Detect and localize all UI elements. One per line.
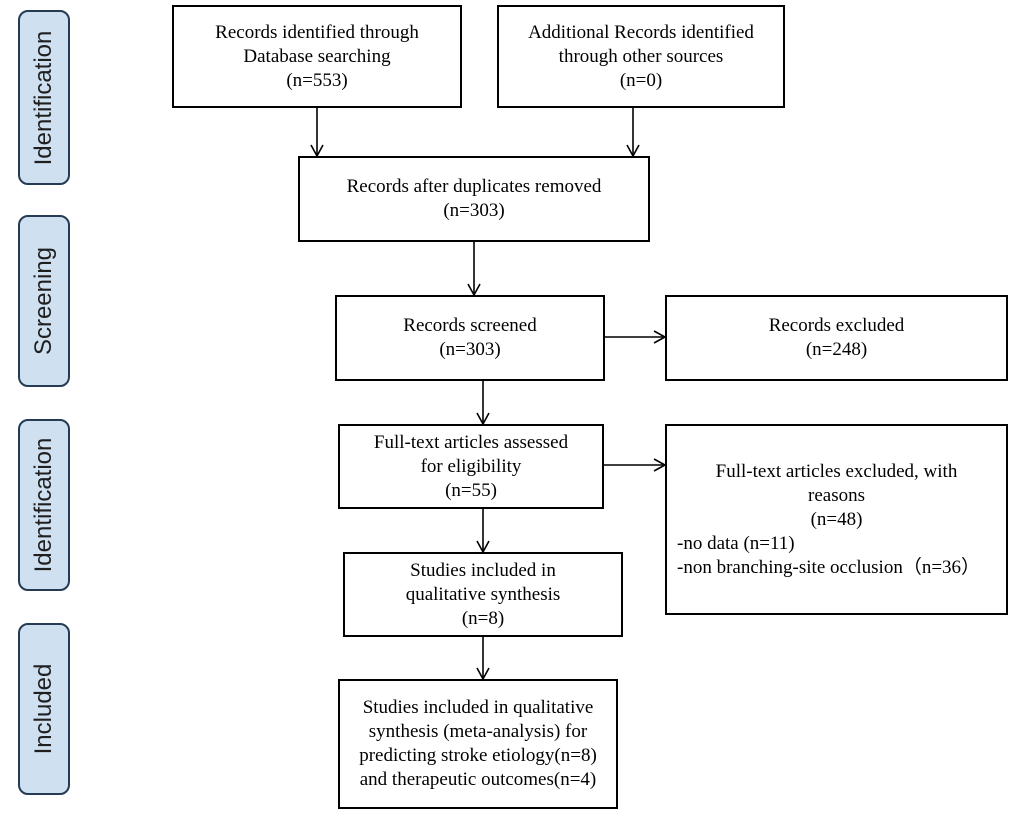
- box-records-database: Records identified through Database sear…: [172, 5, 462, 108]
- box-count: (n=248): [805, 339, 868, 360]
- box-text: reasons: [808, 484, 865, 506]
- box-qualitative-synthesis: Studies included in qualitative synthesi…: [343, 552, 623, 637]
- box-text: Additional Records identified: [528, 21, 754, 43]
- box-count: (n=8): [461, 607, 505, 629]
- stage-label-identification-2: Identification: [18, 419, 70, 591]
- box-text: Records excluded: [768, 315, 905, 336]
- box-count: (n=303): [443, 200, 505, 221]
- box-text: through other sources: [558, 45, 724, 67]
- box-text: and therapeutic outcomes(n=4): [359, 769, 597, 790]
- box-count: (n=553): [286, 69, 348, 91]
- box-text: for eligibility: [420, 455, 522, 477]
- box-count: (n=48): [810, 508, 863, 530]
- stage-label-included: Included: [18, 623, 70, 795]
- box-meta-analysis: Studies included in qualitative synthesi…: [338, 679, 618, 809]
- box-text: qualitative synthesis: [405, 583, 561, 605]
- box-text: Full-text articles assessed: [373, 431, 569, 453]
- box-text: predicting stroke etiology(n=8): [359, 745, 597, 766]
- box-text: Studies included in qualitative: [362, 697, 594, 718]
- exclusion-reason: -non branching-site occlusion（n=36）: [677, 556, 981, 578]
- box-count: (n=0): [619, 69, 663, 91]
- box-text: Database searching: [243, 45, 391, 67]
- box-count: (n=303): [439, 339, 501, 360]
- exclusion-reason: -no data (n=11): [677, 532, 795, 554]
- stage-label-screening: Screening: [18, 215, 70, 387]
- box-records-other-sources: Additional Records identified through ot…: [497, 5, 785, 108]
- box-text: Studies included in: [410, 559, 556, 581]
- box-records-excluded: Records excluded (n=248): [665, 295, 1008, 381]
- box-records-screened: Records screened (n=303): [335, 295, 605, 381]
- box-count: (n=55): [445, 479, 497, 501]
- box-text: Records identified through: [215, 21, 419, 43]
- box-duplicates-removed: Records after duplicates removed (n=303): [298, 156, 650, 242]
- box-text: Records screened: [403, 315, 537, 336]
- box-text: Records after duplicates removed: [346, 176, 602, 197]
- box-fulltext-assessed: Full-text articles assessed for eligibil…: [338, 424, 604, 509]
- stage-label-identification: Identification: [18, 10, 70, 185]
- box-fulltext-excluded: Full-text articles excluded, with reason…: [665, 424, 1008, 615]
- box-text: Full-text articles excluded, with: [715, 460, 958, 482]
- box-text: synthesis (meta-analysis) for: [368, 721, 588, 742]
